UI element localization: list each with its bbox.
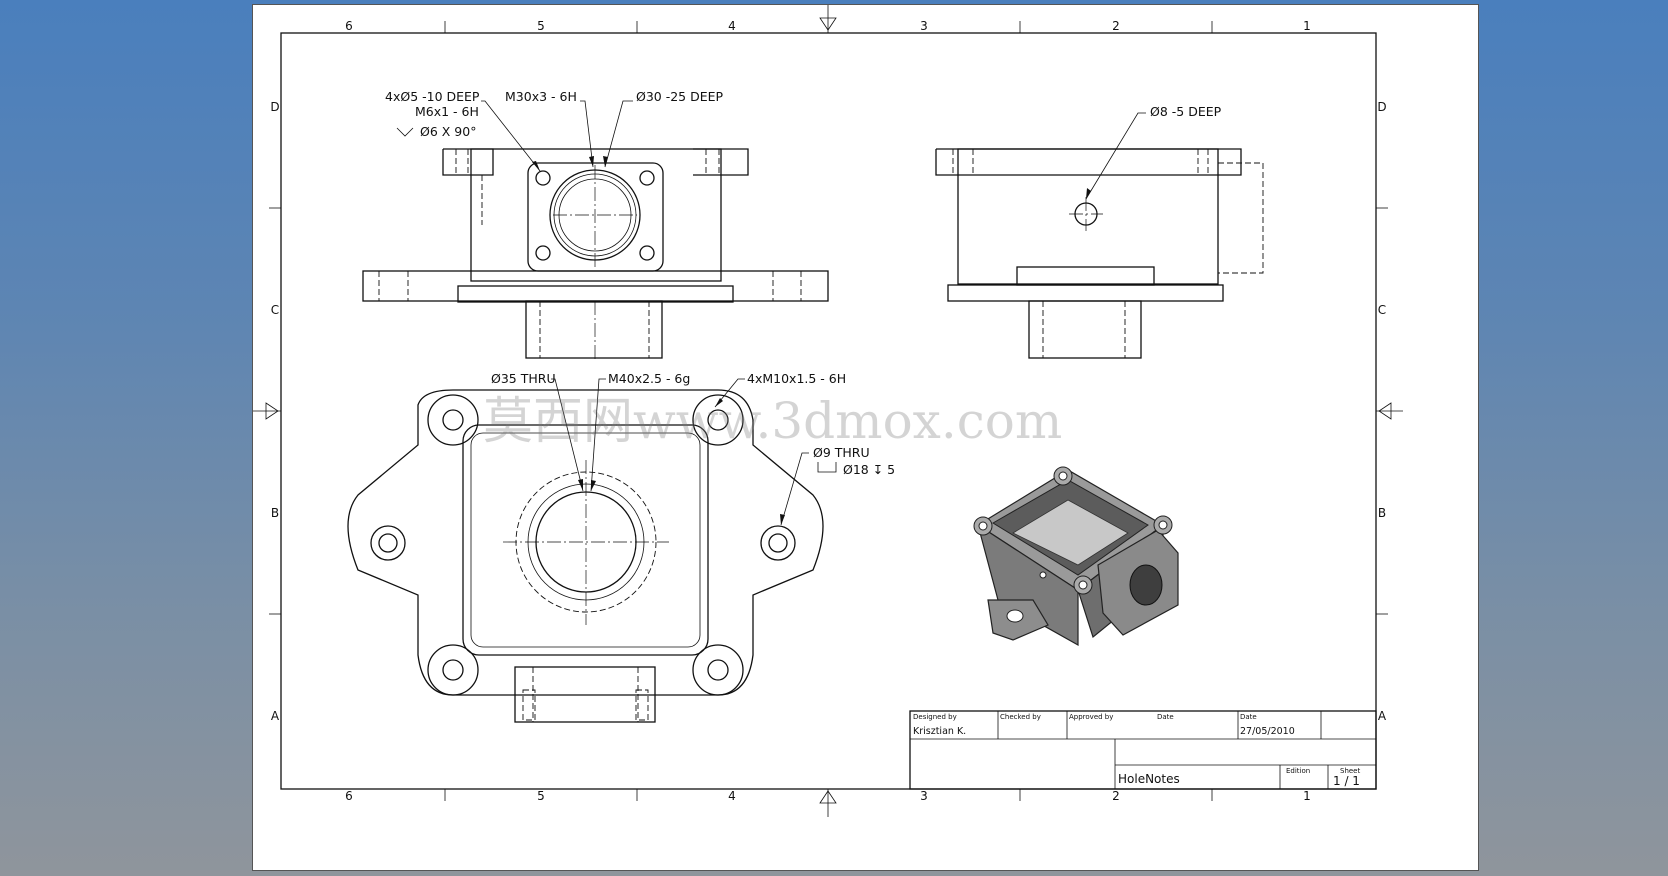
checked-by-label: Checked by <box>1000 713 1041 721</box>
zone-row-label: C <box>271 303 279 317</box>
zone-col-label: 3 <box>920 789 928 803</box>
zone-row-label: B <box>1378 506 1386 520</box>
date-label: Date <box>1157 713 1174 721</box>
counterbore-symbol <box>817 462 837 473</box>
note-top-corner: 4xM10x1.5 - 6H <box>747 371 846 386</box>
leader-arrowheads <box>532 156 1091 525</box>
zone-row-label: C <box>1378 303 1386 317</box>
zone-col-label: 6 <box>345 789 353 803</box>
zone-col-label: 5 <box>537 19 545 33</box>
note-front-csink: Ø6 X 90° <box>420 124 476 139</box>
drawing-canvas: 6 5 4 3 2 1 6 5 4 3 2 1 D C B A D C B A <box>253 5 1403 817</box>
sheet-number: 1 / 1 <box>1333 774 1360 788</box>
drawing-sheet: 6 5 4 3 2 1 6 5 4 3 2 1 D C B A D C B A <box>252 4 1479 871</box>
zone-col-label: 4 <box>728 19 736 33</box>
countersink-symbol <box>396 127 414 137</box>
note-ear-hole: Ø9 THRU <box>813 445 870 460</box>
edition-label: Edition <box>1286 767 1310 775</box>
note-front-port-thread: M30x3 - 6H <box>505 89 577 104</box>
zone-col-label: 6 <box>345 19 353 33</box>
designed-by-label: Designed by <box>913 713 957 721</box>
date-label: Date <box>1240 713 1257 721</box>
note-front-port-depth: Ø30 -25 DEEP <box>636 89 724 104</box>
note-top-thru: Ø35 THRU <box>491 371 556 386</box>
zone-col-label: 1 <box>1303 19 1311 33</box>
watermark: 莫西网www.3dmox.com <box>483 392 1062 450</box>
note-front-holes: 4xØ5 -10 DEEP <box>385 89 480 104</box>
note-side-hole: Ø8 -5 DEEP <box>1150 104 1222 119</box>
zone-ticks <box>253 5 1403 817</box>
zone-row-label: D <box>270 100 279 114</box>
zone-col-label: 5 <box>537 789 545 803</box>
side-view <box>935 148 1264 359</box>
note-front-thread: M6x1 - 6H <box>415 104 479 119</box>
zone-row-label: B <box>271 506 279 520</box>
note-ear-cbore: Ø18 ↧ 5 <box>843 462 895 477</box>
designed-by-value: Krisztian K. <box>913 726 966 737</box>
zone-row-label: A <box>1378 709 1387 723</box>
note-top-thread: M40x2.5 - 6g <box>608 371 690 386</box>
top-view <box>347 389 824 723</box>
date-value: 27/05/2010 <box>1240 726 1295 737</box>
zone-col-label: 3 <box>920 19 928 33</box>
zone-row-label: A <box>271 709 280 723</box>
isometric-view <box>973 466 1179 647</box>
sheet-label: Sheet <box>1340 767 1360 775</box>
zone-col-label: 1 <box>1303 789 1311 803</box>
leader-lines <box>481 100 1146 526</box>
approved-by-label: Approved by <box>1069 713 1113 721</box>
drawing-title: HoleNotes <box>1118 772 1180 786</box>
front-view <box>362 148 829 360</box>
zone-col-label: 2 <box>1112 789 1120 803</box>
centering-arrows <box>265 17 1392 804</box>
zone-col-label: 2 <box>1112 19 1120 33</box>
zone-row-label: D <box>1377 100 1386 114</box>
title-block: Designed by Checked by Approved by Date … <box>909 710 1377 790</box>
zone-col-label: 4 <box>728 789 736 803</box>
